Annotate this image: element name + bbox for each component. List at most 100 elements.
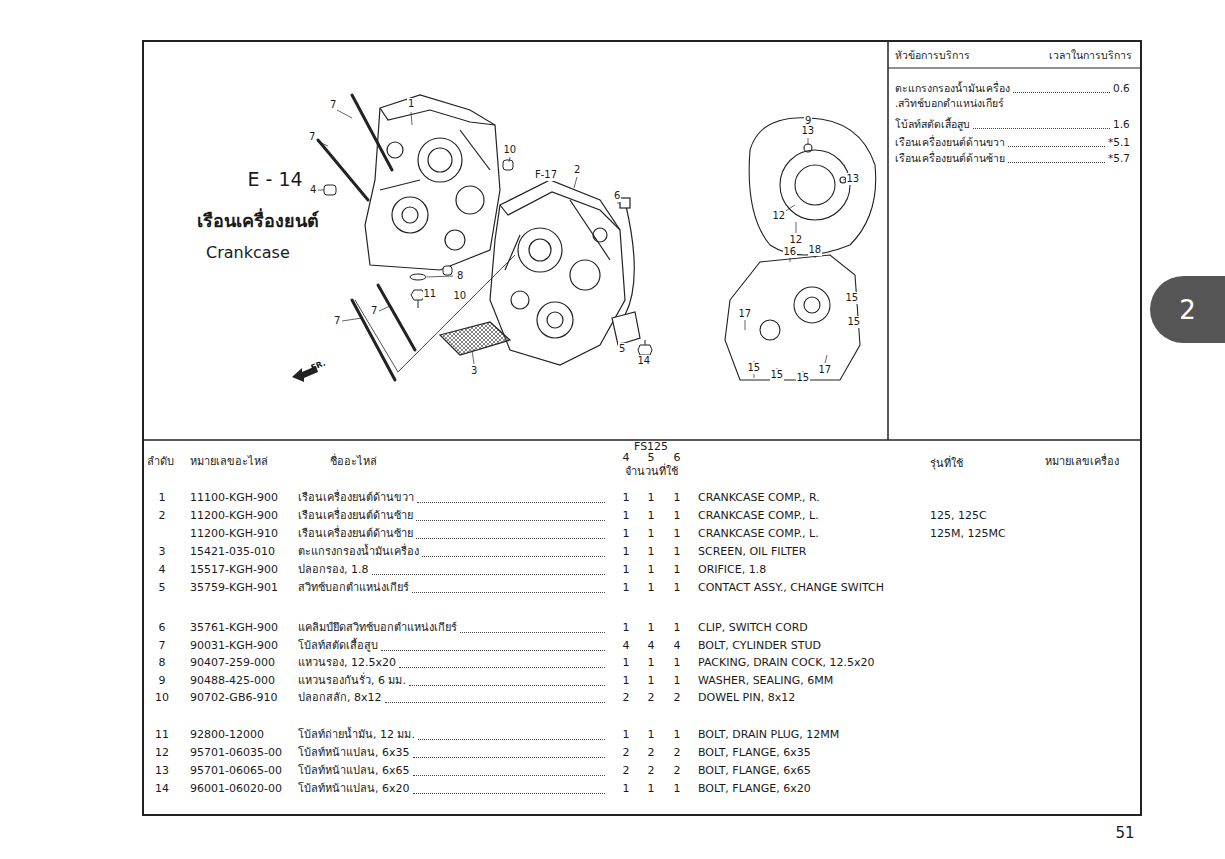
part-number: 90407-259-000: [190, 656, 275, 670]
cover-gaskets: [804, 144, 812, 152]
part-number: 35759-KGH-901: [190, 581, 278, 595]
callout-number: 6: [613, 190, 621, 203]
crankcase-left: [529, 239, 551, 261]
callout-number: 15: [847, 316, 862, 329]
callout-number: 17: [738, 308, 753, 321]
quantity: 1: [674, 782, 681, 796]
assembly-lines: [355, 255, 515, 372]
assembly-lines: [355, 300, 398, 372]
row-number: 12: [155, 746, 169, 760]
quantity: 1: [674, 509, 681, 523]
dot-leader: [413, 757, 605, 758]
small-parts: [324, 185, 336, 195]
variant-number: 6: [674, 451, 681, 465]
quantity: 1: [648, 674, 655, 688]
page-frame: [887, 41, 889, 440]
callout-number: 15: [796, 372, 811, 385]
leader-lines: [379, 306, 390, 311]
leader-lines: [808, 138, 809, 145]
callout-number: 10: [453, 290, 468, 303]
row-number: 11: [155, 728, 169, 742]
callout-number: 7: [329, 99, 337, 112]
callout-number: 11: [423, 288, 438, 301]
english-part-name: BOLT, DRAIN PLUG, 12MM: [698, 728, 839, 742]
cover-gaskets: [725, 255, 860, 380]
gear-switch: [612, 198, 640, 345]
dot-leader: [413, 793, 605, 794]
quantity: 2: [623, 691, 630, 705]
table-header: หมายเลขอะไหล่: [190, 455, 268, 469]
leader-lines: [342, 318, 362, 321]
service-time: *5.1: [1108, 136, 1130, 149]
callout-number: 1: [407, 98, 415, 111]
leader-lines: [318, 190, 324, 191]
thai-part-name: ปลอกสลัก, 8x12: [298, 691, 382, 705]
part-number: 90488-425-000: [190, 674, 275, 688]
thai-part-name: ปลอกรอง, 1.8: [298, 563, 369, 577]
leader-lines: [796, 222, 797, 233]
quantity: 1: [648, 728, 655, 742]
table-header: หมายเลขเครื่อง: [1045, 455, 1119, 469]
dot-leader: [409, 685, 605, 686]
thai-part-name: โบ้ลท์หน้าแปลน, 6x20: [298, 782, 410, 796]
callout-number: 7: [333, 315, 341, 328]
callout-number: 7: [308, 131, 316, 144]
oil-screen: [440, 322, 510, 355]
row-number: 8: [159, 656, 166, 670]
quantity: 1: [623, 621, 630, 635]
table-header: รุ่นที่ใช้: [930, 457, 963, 471]
thai-part-name: โบ้ลท์หน้าแปลน, 6x35: [298, 746, 410, 760]
part-number: 96001-06020-00: [190, 782, 282, 796]
thai-part-name: โบ้ลท์หน้าแปลน, 6x65: [298, 764, 410, 778]
callout-number: 3: [470, 365, 478, 378]
cover-gaskets: [804, 297, 820, 313]
dot-leader: [416, 520, 605, 521]
quantity: 1: [648, 545, 655, 559]
small-parts: [645, 340, 646, 345]
quantity: 1: [648, 782, 655, 796]
english-part-name: SCREEN, OIL FILTER: [698, 545, 806, 559]
quantity: 2: [648, 691, 655, 705]
quantity: 2: [674, 746, 681, 760]
callout-number: 18: [808, 244, 823, 257]
thai-part-name: โบ้ลท์ถ่ายน้ำมัน, 12 มม.: [298, 728, 415, 742]
crankcase-left: [518, 228, 562, 272]
panel-header: หัวข้อการบริการ: [895, 49, 970, 62]
cylinder-studs: [318, 140, 368, 200]
section-title: เรือนเครื่องยนต์: [197, 210, 319, 233]
panel-header: เวลาในการบริการ: [1049, 49, 1132, 62]
crankcase-left: [570, 200, 610, 260]
quantity: 1: [623, 656, 630, 670]
leader-lines: [472, 350, 474, 364]
part-number: 35761-KGH-900: [190, 621, 278, 635]
leader-lines: [427, 276, 453, 277]
crankcase-right: [460, 130, 490, 170]
leader-lines: [617, 203, 620, 204]
leader-lines: [790, 258, 791, 262]
quantity: 1: [623, 782, 630, 796]
english-part-name: PACKING, DRAIN COCK, 12.5x20: [698, 656, 875, 670]
dot-leader: [417, 502, 605, 503]
quantity: 1: [623, 527, 630, 541]
small-parts: [418, 300, 419, 308]
english-part-name: WASHER, SEALING, 6MM: [698, 674, 833, 688]
callout-number: 4: [309, 184, 317, 197]
row-number: 14: [155, 782, 169, 796]
row-number: 7: [159, 639, 166, 653]
crankcase-right: [380, 108, 495, 125]
part-number: 11200-KGH-910: [190, 527, 278, 541]
cover-gaskets: [760, 320, 780, 340]
dot-leader: [416, 538, 605, 539]
row-number: 13: [155, 764, 169, 778]
gear-switch: [612, 312, 640, 345]
thai-part-name: ตะแกรงกรองน้ำมันเครื่อง: [298, 545, 419, 559]
dot-leader: [372, 574, 605, 575]
dot-leader: [418, 739, 605, 740]
table-header: จำนวนที่ใช้: [625, 465, 678, 479]
quantity: 1: [674, 581, 681, 595]
crankcase-left: [570, 260, 600, 290]
quantity: 2: [623, 746, 630, 760]
quantity: 2: [648, 746, 655, 760]
page-frame: [143, 41, 1141, 815]
small-parts: [410, 274, 426, 280]
